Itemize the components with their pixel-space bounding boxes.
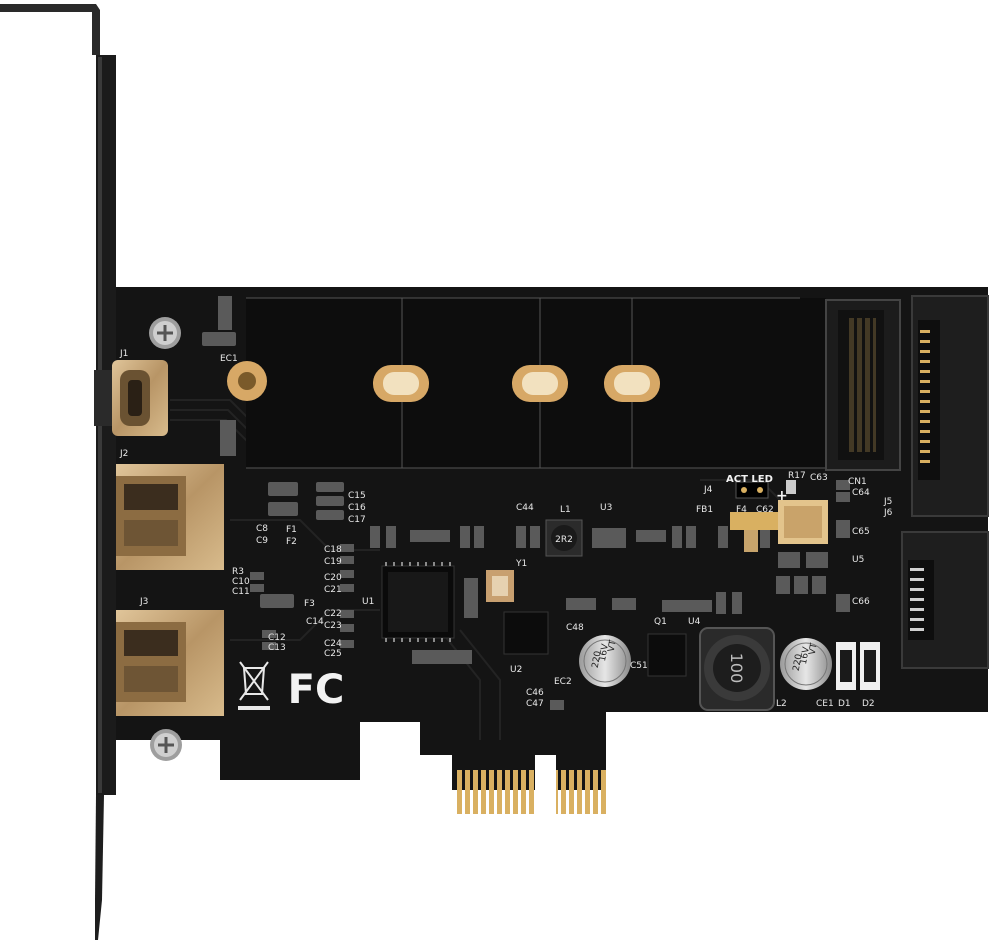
sata-data-connector <box>901 531 989 669</box>
label-u4: U4 <box>688 617 701 627</box>
label-u1: U1 <box>362 597 374 607</box>
label-u5: U5 <box>852 555 864 565</box>
cap1-rating-1: 220 <box>591 650 604 669</box>
label-c44: C44 <box>516 503 534 513</box>
label-j3: J3 <box>139 597 148 607</box>
label-d1: D1 <box>838 699 851 709</box>
label-l1: L1 <box>560 505 571 515</box>
metal-bracket <box>0 4 116 940</box>
label-fb1: FB1 <box>696 505 713 515</box>
cap2-rating-1: 220 <box>792 653 805 672</box>
label-c51: C51 <box>630 661 648 671</box>
usb-c-port <box>94 360 168 436</box>
label-c20: C20 <box>324 573 342 583</box>
label-c18: C18 <box>324 545 342 555</box>
label-c13: C13 <box>268 643 286 653</box>
label-c63: C63 <box>810 473 828 483</box>
label-c9: C9 <box>256 536 268 546</box>
crystal-y1 <box>486 570 514 602</box>
label-c62: C62 <box>756 505 774 515</box>
label-c19: C19 <box>324 557 342 567</box>
label-act-led: ACT LED <box>726 474 773 485</box>
capacitor-ec2: 220 16V VT <box>579 635 631 687</box>
cap2-rating-2: 16V <box>799 645 812 665</box>
label-c15: C15 <box>348 491 366 501</box>
label-c12: C12 <box>268 633 286 643</box>
label-j1: J1 <box>119 349 128 359</box>
fc-logo: FC <box>288 667 345 713</box>
label-j4: J4 <box>703 485 713 495</box>
label-ec2: EC2 <box>554 677 572 687</box>
label-r3: R3 <box>232 567 244 577</box>
usb-a-port-1 <box>116 464 224 570</box>
label-r17: R17 <box>788 471 806 481</box>
label-plus: + <box>776 488 788 504</box>
sata-power-connector <box>911 295 989 517</box>
label-d2: D2 <box>862 699 875 709</box>
label-c65: C65 <box>852 527 870 537</box>
power-inductor-l2: 100 <box>699 627 775 711</box>
label-c8: C8 <box>256 524 268 534</box>
label-c21: C21 <box>324 585 342 595</box>
inductor-value: 100 <box>727 653 746 684</box>
label-y1: Y1 <box>515 559 527 569</box>
label-q1: Q1 <box>654 617 667 627</box>
diode-d2 <box>860 642 880 690</box>
chip-u4 <box>647 633 687 677</box>
smd-components <box>202 296 850 710</box>
label-u3: U3 <box>600 503 612 513</box>
bracket-screw-top <box>149 317 181 349</box>
label-j6: J6 <box>883 508 893 518</box>
bracket-screw-bottom <box>150 729 182 761</box>
label-c66: C66 <box>852 597 870 607</box>
pcie-gold-fingers <box>454 770 606 814</box>
label-c11: C11 <box>232 587 250 597</box>
label-c23: C23 <box>324 621 342 631</box>
label-c46: C46 <box>526 688 544 698</box>
label-f2: F2 <box>286 537 297 547</box>
capacitor-ce1: 220 16V VT <box>780 638 832 690</box>
label-u2: U2 <box>510 665 522 675</box>
label-f1: F1 <box>286 525 297 535</box>
label-ec1: EC1 <box>220 354 238 364</box>
usb-a-port-2 <box>116 610 224 716</box>
m2-slot-area <box>227 297 826 469</box>
label-c17: C17 <box>348 515 366 525</box>
label-c14: C14 <box>306 617 324 627</box>
cap1-rating-3: VT <box>607 639 619 653</box>
weee-bin-icon <box>238 661 270 710</box>
inductor-l1-label: 2R2 <box>555 535 573 545</box>
label-c25: C25 <box>324 649 342 659</box>
label-c10: C10 <box>232 577 250 587</box>
label-c24: C24 <box>324 639 342 649</box>
label-l2: L2 <box>776 699 787 709</box>
label-c64: C64 <box>852 488 870 498</box>
label-cn1: CN1 <box>848 477 867 487</box>
label-c47: C47 <box>526 699 544 709</box>
diode-d1 <box>836 642 856 690</box>
fuse-block <box>778 500 828 544</box>
label-c22: C22 <box>324 609 342 619</box>
cap1-rating-2: 16V <box>598 642 611 662</box>
inductor-l1: 2R2 <box>545 519 583 557</box>
label-c16: C16 <box>348 503 366 513</box>
usb-controller-chip <box>381 562 455 642</box>
m2-standoff-holes <box>227 361 660 402</box>
label-f4: F4 <box>736 505 747 515</box>
label-f3: F3 <box>304 599 315 609</box>
label-j5: J5 <box>883 497 892 507</box>
m2-connector <box>825 299 901 471</box>
regulator-chip-u2 <box>503 611 549 655</box>
cap2-rating-3: VT <box>808 642 820 656</box>
label-c48: C48 <box>566 623 584 633</box>
label-j2: J2 <box>119 449 128 459</box>
label-ce1: CE1 <box>816 699 834 709</box>
